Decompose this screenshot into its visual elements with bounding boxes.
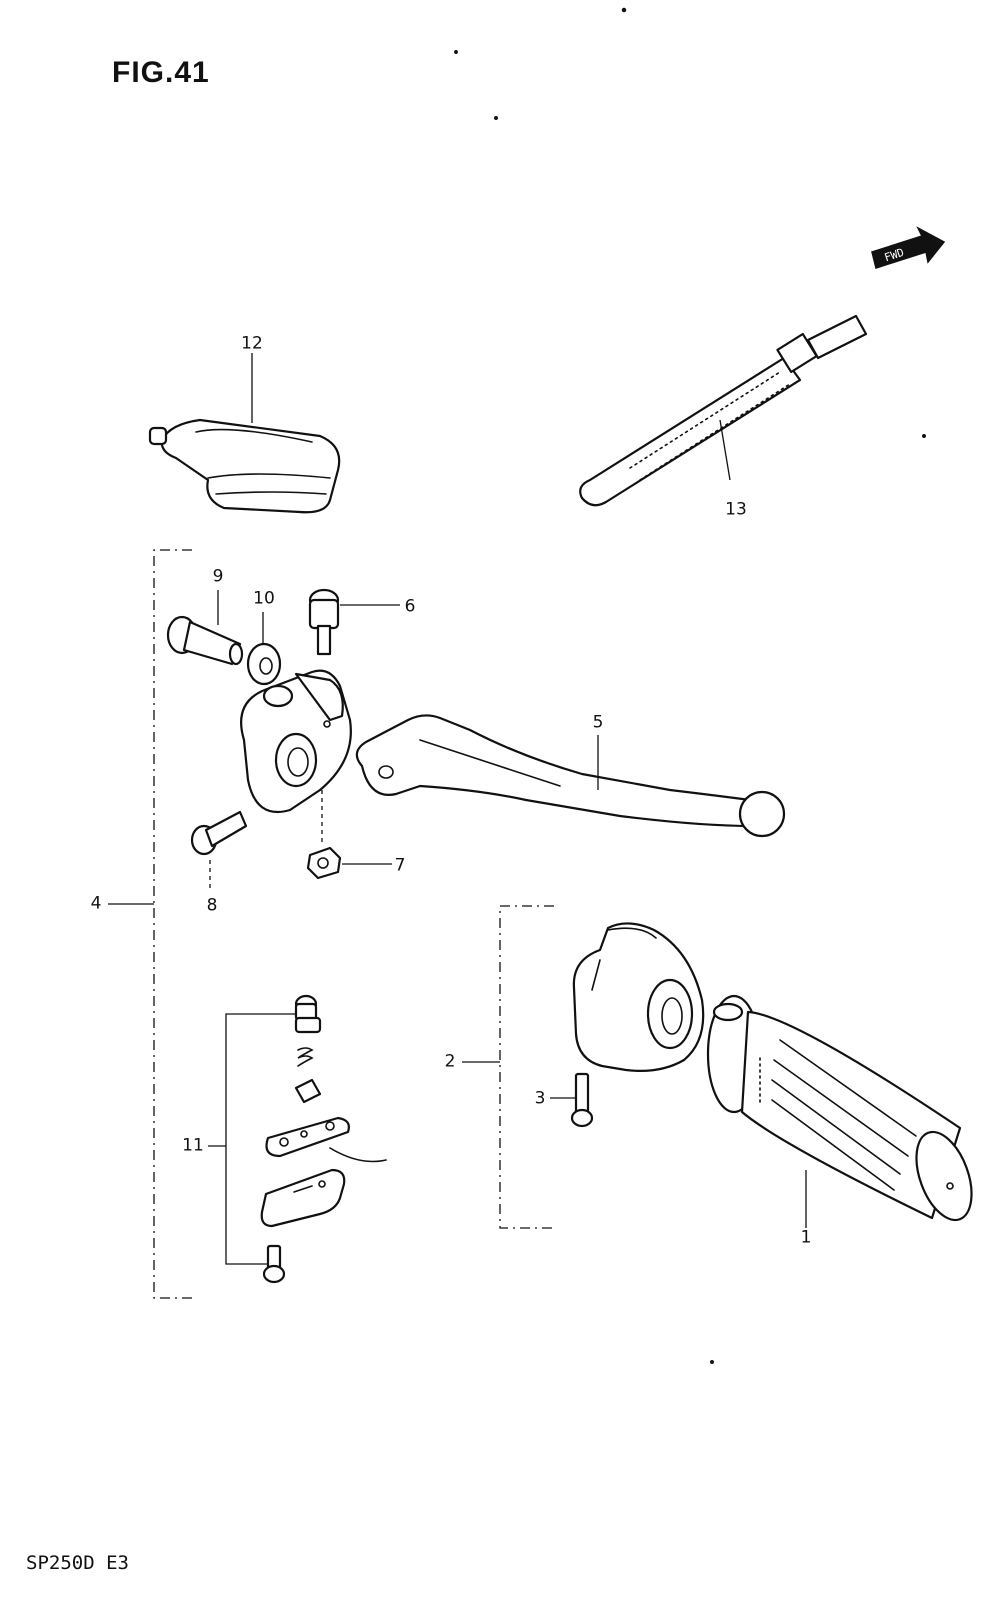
fwd-badge-text: FWD [883, 246, 906, 265]
callout-7: 7 [394, 855, 406, 876]
switch-plate-part [265, 1116, 387, 1163]
callout-5: 5 [592, 712, 604, 733]
callout-9: 9 [212, 566, 224, 587]
callout-1: 1 [800, 1227, 812, 1248]
handle-grip-part [706, 994, 973, 1222]
adjuster-bolt-part [308, 588, 340, 656]
clutch-lever-part [355, 714, 786, 838]
grip-housing-part [572, 922, 705, 1072]
spring-part [297, 1047, 314, 1067]
callout-3: 3 [534, 1088, 546, 1109]
callout-10: 10 [253, 588, 275, 609]
callout-6: 6 [404, 596, 416, 617]
lever-holder-part [240, 669, 352, 814]
figure-title: FIG.41 [112, 56, 210, 89]
lever-cover-part [148, 418, 341, 514]
pivot-screw-part [190, 810, 248, 856]
callout-4: 4 [90, 893, 102, 914]
assembly-2-bracket [499, 905, 554, 1229]
ball-part [294, 1078, 322, 1104]
callout-2: 2 [444, 1051, 456, 1072]
assembly-4-bracket [153, 549, 196, 1299]
lock-nut-part [306, 846, 342, 880]
switch-screw-part [294, 994, 322, 1034]
cable-tie-part [579, 314, 868, 507]
switch-screw-bottom-part [262, 1244, 286, 1284]
callout-12: 12 [241, 333, 263, 354]
fwd-arrow-icon: FWD [871, 226, 946, 269]
model-code: SP250D E3 [26, 1552, 129, 1574]
callout-8: 8 [206, 895, 218, 916]
leader-13 [719, 419, 731, 481]
switch-housing-part [260, 1168, 346, 1228]
callout-11: 11 [182, 1135, 204, 1156]
pivot-bolt-part [166, 615, 244, 666]
housing-screw-part [570, 1072, 594, 1128]
assembly-11-bracket [225, 1013, 295, 1265]
washer-part [246, 642, 282, 686]
callout-13: 13 [725, 499, 747, 520]
